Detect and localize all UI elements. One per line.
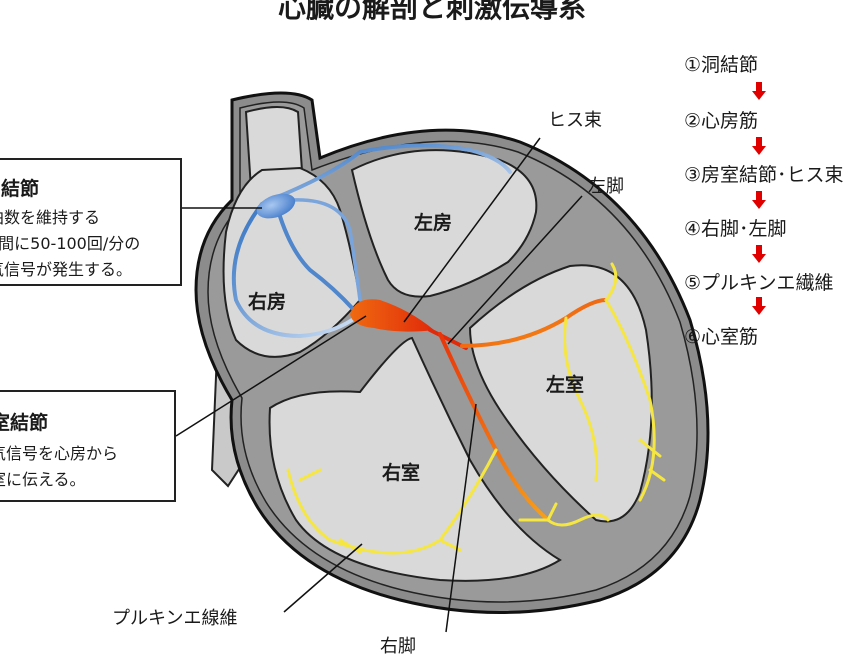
- sa-node-info-box: 洞結節 心拍数を維持する 1分間に50-100回/分の 電気信号が発生する。: [0, 158, 182, 286]
- atrial-pathway-mid: [276, 208, 356, 312]
- sequence-step-2: ②心房筋: [684, 110, 759, 132]
- sa-node: [256, 193, 296, 219]
- left-ventricle-chamber: [468, 264, 653, 523]
- label-right-atrium: 右房: [248, 291, 287, 313]
- label-left-bundle: 左脚: [588, 176, 624, 197]
- down-arrow-icon: [752, 191, 766, 209]
- sequence-step-3: ③房室結節･ヒス束: [684, 164, 844, 186]
- page-title: 心臓の解剖と刺激伝導系: [277, 0, 586, 24]
- purkinje-fibers: [286, 262, 666, 555]
- sequence-step-1: ①洞結節: [684, 54, 759, 76]
- down-arrow-icon: [752, 82, 766, 100]
- av-node-box-title: 房室結節: [0, 412, 49, 434]
- sequence-step-6: ⑥心室筋: [684, 326, 759, 348]
- right-ventricle-chamber: [268, 336, 562, 582]
- sa-node-box-line: 電気信号が発生する。: [0, 260, 133, 279]
- sa-node-box-line: 心拍数を維持する: [0, 208, 101, 227]
- label-right-ventricle: 右室: [382, 462, 421, 484]
- left-atrium-chamber: [350, 149, 538, 298]
- atrial-pathway-left: [231, 202, 354, 339]
- av-node: [350, 299, 434, 332]
- down-arrow-icon: [752, 245, 766, 263]
- sa-node-box-title: 洞結節: [0, 178, 40, 200]
- label-right-bundle: 右脚: [380, 636, 416, 657]
- atrial-pathway-right: [290, 198, 362, 302]
- label-left-atrium: 左房: [414, 212, 453, 234]
- av-node-box-line: 電気信号を心房から: [0, 444, 119, 463]
- sequence-step-5: ⑤プルキンエ繊維: [684, 272, 834, 294]
- sa-node-box-line: 1分間に50-100回/分の: [0, 234, 141, 253]
- atrial-pathway-upper: [268, 143, 512, 202]
- left-bundle-branch: [460, 298, 608, 348]
- down-arrow-icon: [752, 297, 766, 315]
- av-node-box-line: 心室に伝える。: [0, 470, 86, 489]
- down-arrow-icon: [752, 137, 766, 155]
- label-his-bundle: ヒス束: [548, 110, 602, 131]
- callout-lines: [175, 137, 583, 633]
- sequence-step-4: ④右脚･左脚: [684, 218, 787, 240]
- label-purkinje: プルキンエ線維: [112, 608, 238, 629]
- av-node-info-box: 房室結節 電気信号を心房から 心室に伝える。: [0, 390, 176, 502]
- label-left-ventricle: 左室: [546, 374, 585, 396]
